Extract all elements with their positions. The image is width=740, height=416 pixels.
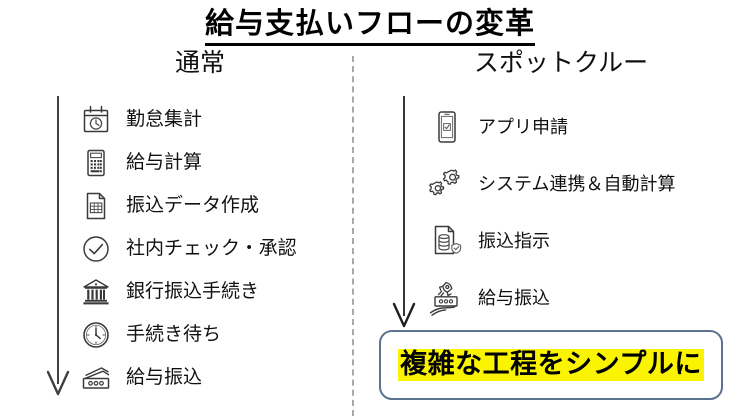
page-title-text: 給与支払いフローの変革 [204, 6, 535, 47]
smartphone-check-icon [424, 104, 468, 150]
column-left-heading: 通常 [174, 49, 225, 77]
steps-list-left: 勤怠集計 給与計算 [76, 98, 346, 399]
column-right: スポットクルー [382, 49, 734, 78]
rocket-money-hand-icon [424, 275, 468, 321]
step-label: 給与計算 [126, 152, 203, 173]
step-label: 振込データ作成 [126, 195, 260, 216]
column-divider [352, 56, 354, 416]
step-item: 振込データ作成 [76, 184, 346, 227]
column-left: 通常 [36, 49, 346, 78]
column-right-heading: スポットクルー [473, 49, 649, 77]
step-label: 給与振込 [126, 367, 203, 388]
check-circle-icon [76, 229, 116, 269]
step-item: アプリ申請 [424, 98, 734, 155]
calendar-clock-icon [76, 100, 116, 140]
document-database-shield-icon [424, 218, 468, 264]
clock-icon [76, 315, 116, 355]
step-item: 社内チェック・承認 [76, 227, 346, 270]
step-item: システム連携＆自動計算 [424, 155, 734, 212]
step-item: 振込指示 [424, 212, 734, 269]
gears-icon [424, 161, 468, 207]
bank-icon [76, 272, 116, 312]
callout-text: 複雑な工程をシンプルに [398, 349, 704, 381]
step-item: 給与振込 [424, 269, 734, 326]
step-label: 勤怠集計 [126, 109, 203, 130]
flow-arrow-left [46, 96, 70, 396]
step-item: 勤怠集計 [76, 98, 346, 141]
banknote-icon [76, 358, 116, 398]
step-label: 給与振込 [478, 287, 550, 308]
step-label: アプリ申請 [478, 116, 568, 137]
callout-box: 複雑な工程をシンプルに [379, 330, 723, 400]
step-label: 社内チェック・承認 [126, 238, 297, 259]
document-table-icon [76, 186, 116, 226]
flow-arrow-right [392, 96, 416, 328]
step-item: 給与振込 [76, 356, 346, 399]
steps-list-right: アプリ申請 システム連携＆自動計算 [424, 98, 734, 326]
calculator-icon [76, 143, 116, 183]
step-item: 手続き待ち [76, 313, 346, 356]
step-label: 振込指示 [478, 230, 550, 251]
page-title: 給与支払いフローの変革 [0, 6, 740, 47]
step-label: システム連携＆自動計算 [478, 173, 676, 194]
step-label: 手続き待ち [126, 324, 222, 345]
step-label: 銀行振込手続き [126, 281, 260, 302]
step-item: 銀行振込手続き [76, 270, 346, 313]
step-item: 給与計算 [76, 141, 346, 184]
